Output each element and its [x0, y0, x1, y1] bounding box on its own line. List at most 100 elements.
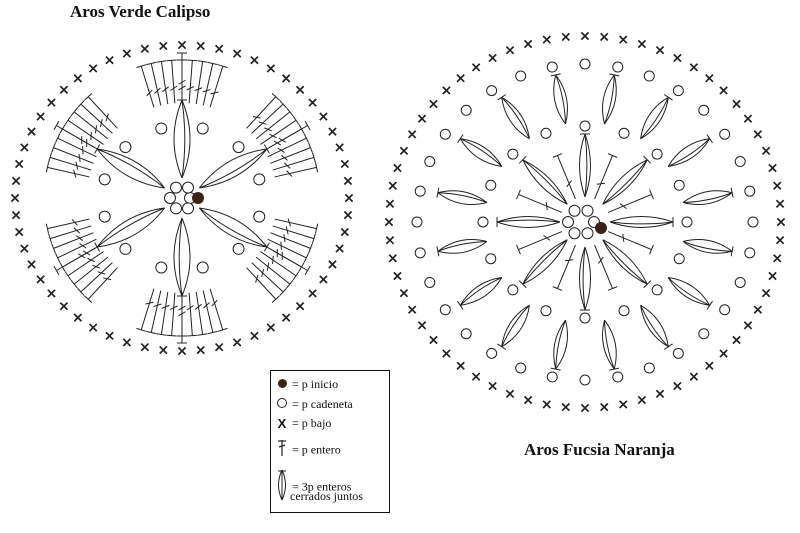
left-cluster-petals [94, 99, 270, 297]
x-stitch [761, 146, 771, 156]
legend-label-chain: = p cadeneta [292, 396, 353, 411]
double-crochet [516, 231, 563, 255]
cluster-3-doubles [518, 155, 568, 205]
x-stitch [14, 227, 24, 237]
double-crochet [55, 238, 97, 263]
filled-dot-icon [275, 377, 289, 392]
x-stitch [159, 345, 168, 355]
cluster-icon [275, 468, 289, 506]
double-crochet [84, 267, 118, 304]
cluster-3-doubles [602, 319, 620, 371]
chain-stitch [618, 127, 630, 139]
x-stitch [456, 361, 465, 370]
double-crochet [246, 267, 280, 304]
cluster-3-doubles [667, 277, 713, 310]
x-stitch [385, 236, 395, 245]
double-crochet [272, 152, 316, 171]
x-stitch [266, 323, 276, 332]
x-stitch [442, 349, 451, 358]
x-stitch [542, 400, 551, 409]
cluster-3-doubles [457, 134, 503, 167]
x-stitch [417, 114, 427, 123]
x-stitch [11, 176, 21, 186]
x-stitch [619, 35, 628, 44]
cluster-3-doubles [550, 319, 568, 371]
double-crochet [45, 162, 90, 178]
chain-stitch [673, 179, 685, 191]
chain-stitch [744, 185, 756, 197]
chain-stitch [651, 148, 663, 160]
double-crochet [186, 292, 198, 337]
x-stitch [140, 342, 150, 352]
chain-stitch [540, 127, 552, 139]
chain-stitch [562, 216, 574, 228]
x-stitch [36, 275, 45, 284]
chain-stitch [439, 128, 451, 140]
x-stitch [335, 244, 344, 253]
chain-stitch [612, 61, 624, 73]
double-crochet [166, 59, 178, 104]
chain-stitch [232, 242, 245, 255]
x-stitch [335, 143, 344, 152]
chain-stitch [232, 141, 245, 154]
chain-stitch [681, 216, 693, 228]
double-crochet [270, 232, 313, 254]
x-stitch [732, 335, 741, 345]
x-stitch [177, 40, 187, 50]
double-crochet [268, 120, 311, 149]
legend-label-single: = p bajo [292, 415, 332, 430]
double-crochet [156, 60, 170, 105]
chain-stitch [182, 181, 194, 194]
double-crochet [53, 120, 96, 149]
chain-stitch [98, 173, 111, 186]
x-stitch [10, 193, 20, 203]
chain-stitch [460, 104, 472, 116]
left-diagram-title: Aros Verde Calipso [70, 2, 211, 21]
chain-stitch [182, 202, 194, 215]
chain-stitch [643, 70, 655, 82]
double-crochet [156, 291, 170, 336]
x-stitch [393, 163, 402, 173]
cluster-3-doubles [640, 304, 673, 350]
x-stitch [471, 372, 481, 381]
chain-stitch [515, 70, 527, 82]
x-stitch [105, 55, 114, 65]
double-crochet [177, 298, 187, 344]
double-crochet [202, 290, 218, 335]
x-stitch [561, 402, 570, 412]
x-stitch [471, 63, 481, 72]
x-stitch [214, 342, 224, 352]
double-crochet [194, 60, 208, 105]
x-stitch [600, 402, 609, 412]
cluster-3-doubles [94, 207, 166, 252]
chain-stitch [155, 122, 168, 135]
cluster-3-doubles [436, 187, 488, 205]
stitch-legend: = p inicio = p cadeneta X = p bajo = p e… [270, 370, 390, 513]
chain-stitch [672, 85, 684, 97]
double-crochet [64, 251, 104, 281]
x-stitch [637, 395, 647, 405]
chain-stitch [411, 216, 423, 228]
x-stitch [73, 313, 83, 322]
chain-stitch [672, 347, 684, 359]
double-crochet [607, 231, 654, 255]
x-stitch [177, 346, 187, 356]
double-crochet [255, 107, 294, 140]
x-stitch [122, 338, 132, 347]
x-stitch [399, 146, 409, 156]
chain-stitch [581, 204, 594, 217]
double-crochet [246, 92, 280, 129]
x-stitch [732, 99, 741, 109]
chain-stitch [253, 173, 266, 186]
chain-stitch [486, 85, 498, 97]
cluster-3-doubles [579, 246, 591, 311]
right-spoke-posts [516, 153, 654, 291]
double-crochet [186, 59, 198, 104]
x-stitch [295, 301, 305, 311]
cluster-3-doubles [667, 134, 713, 167]
double-crochet [45, 218, 90, 234]
double-crochet [146, 61, 162, 106]
x-stitch [295, 85, 305, 95]
double-crochet [166, 292, 178, 337]
x-stitch [637, 39, 647, 49]
